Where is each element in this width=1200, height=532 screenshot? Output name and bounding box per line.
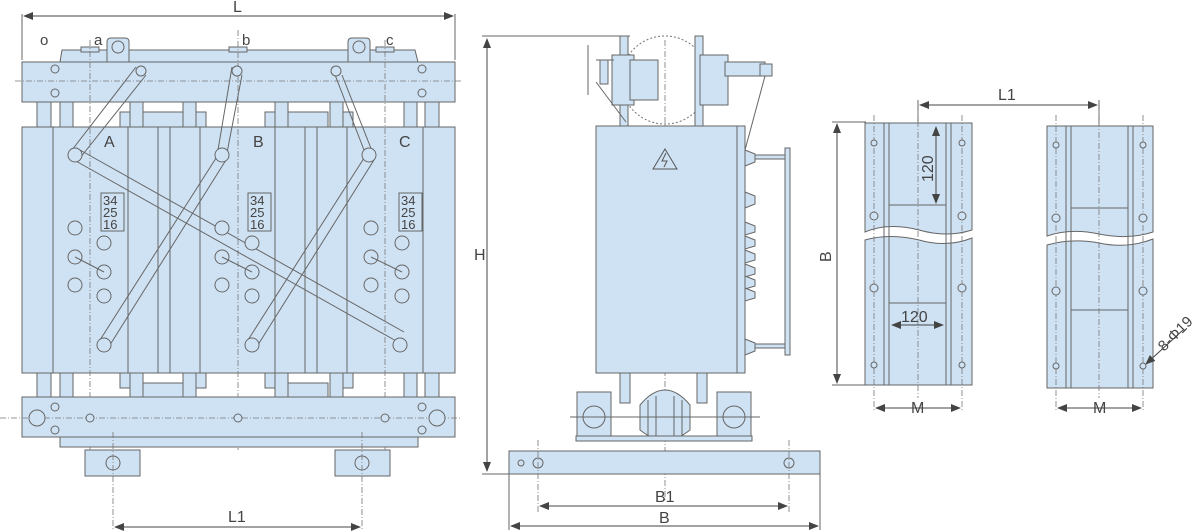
svg-text:25: 25: [103, 205, 117, 220]
base-panel-right: 8-Φ19 M: [1046, 110, 1197, 417]
base-outer-label: B: [659, 510, 670, 527]
svg-text:16: 16: [103, 217, 117, 232]
transformer-tank: [595, 125, 738, 374]
tap-bushings: [744, 149, 756, 356]
svg-text:34: 34: [250, 193, 264, 208]
terminal-b-label: b: [242, 32, 250, 49]
lifting-lug-right: [347, 37, 371, 63]
mark-o: o: [40, 32, 48, 49]
tap-board-a: 34 25 16: [100, 192, 125, 232]
svg-text:16: 16: [401, 217, 415, 232]
foot-right: [334, 449, 391, 477]
phase-c-label: C: [399, 134, 411, 151]
foot-spacing-label: L1: [228, 509, 246, 526]
svg-text:34: 34: [401, 193, 415, 208]
holes-note-label: 8-Φ19: [1155, 313, 1197, 355]
front-view: L o a b c A B: [0, 0, 462, 531]
width-right-label: M: [1093, 400, 1106, 417]
lifting-lug-left: [106, 37, 130, 63]
foot-left: [84, 449, 141, 477]
svg-text:34: 34: [103, 193, 117, 208]
terminal-c-label: c: [386, 32, 394, 49]
height-label: H: [474, 247, 486, 264]
terminal-a-label: a: [94, 32, 103, 49]
svg-text:25: 25: [250, 205, 264, 220]
length-label: L: [233, 0, 242, 16]
width-left-label: M: [911, 400, 924, 417]
tap-board-b: 34 25 16: [247, 192, 272, 232]
slot-vertical-label: 120: [920, 155, 937, 182]
slot-horizontal-label: 120: [901, 309, 928, 326]
base-inner-label: B1: [655, 489, 675, 506]
svg-text:16: 16: [250, 217, 264, 232]
phase-a-label: A: [104, 134, 115, 151]
phase-b-label: B: [253, 134, 264, 151]
svg-text:25: 25: [401, 205, 415, 220]
base-views: L1 B 120 120 M 8-Φ19: [818, 87, 1197, 417]
coil-assembly: [21, 126, 456, 374]
base-length-label: B: [818, 251, 835, 262]
base-spacing-label: L1: [998, 87, 1016, 104]
high-voltage-warning-icon: [652, 148, 678, 170]
base-panel-left: 120 120 M: [864, 110, 973, 417]
side-view: H B1: [474, 35, 821, 530]
connection-bars: [71, 66, 405, 349]
tap-board-c: 34 25 16: [398, 192, 423, 232]
base-beam: [508, 450, 821, 475]
